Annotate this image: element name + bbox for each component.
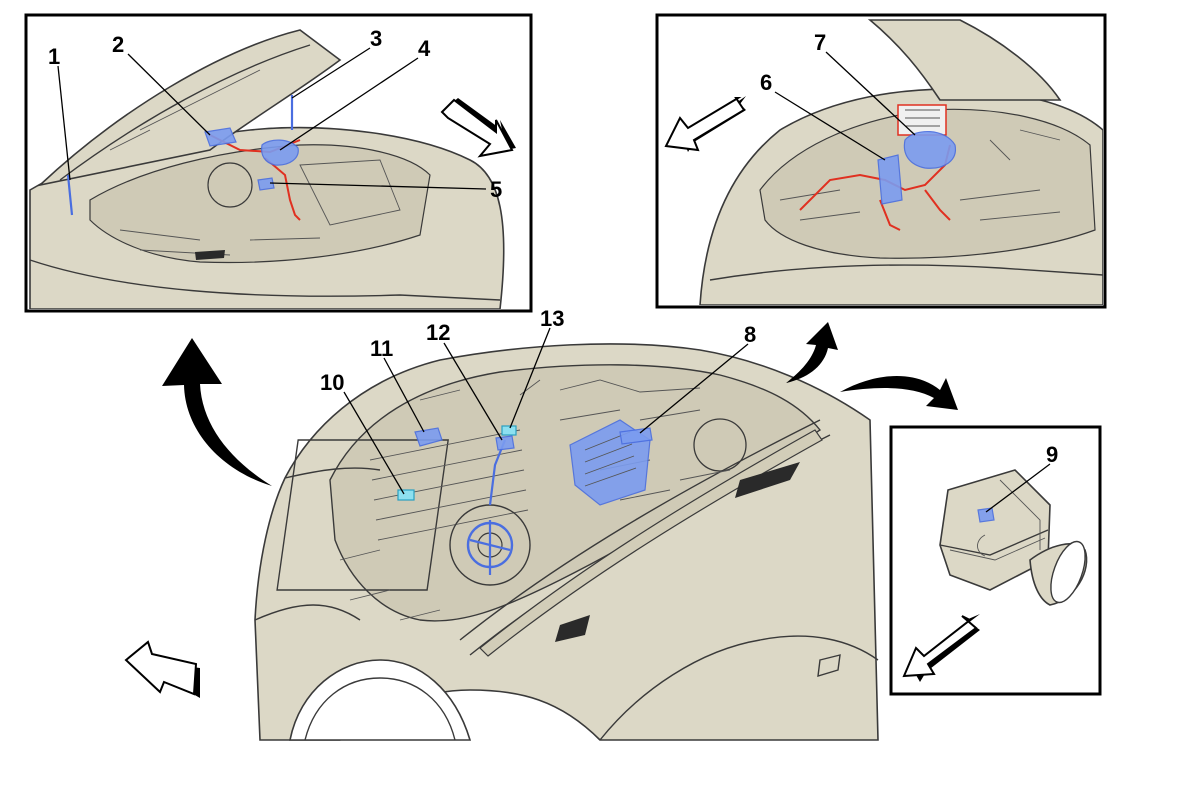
inset-right-connector-6 — [877, 154, 903, 205]
callout-4: 4 — [418, 36, 431, 61]
inset-left-hood-open — [24, 13, 533, 313]
inset-left-connector-4 — [260, 139, 299, 166]
inset-right-connector-7 — [903, 130, 956, 169]
callout-10: 10 — [320, 370, 344, 395]
callout-12: 12 — [426, 320, 450, 345]
callout-7: 7 — [814, 30, 826, 55]
inset-left-connector-5 — [257, 177, 275, 191]
callout-6: 6 — [760, 70, 772, 95]
inset-left-connector-1 — [66, 174, 74, 216]
callout-5: 5 — [490, 177, 502, 202]
curved-pointer-arrow — [162, 338, 272, 486]
callout-2: 2 — [112, 32, 124, 57]
curved-pointer-arrow — [840, 376, 958, 410]
inset-left-connector-2 — [204, 127, 237, 147]
callout-8: 8 — [744, 322, 756, 347]
callout-9: 9 — [1046, 442, 1058, 467]
direction-arrow-hollow — [124, 640, 200, 698]
highlight-connector-11 — [414, 427, 443, 447]
callout-1: 1 — [48, 44, 60, 69]
callout-13: 13 — [540, 306, 564, 331]
inset-air-cleaner-connector-9 — [977, 507, 995, 523]
highlight-connector-13 — [501, 425, 517, 436]
callout-11: 11 — [370, 336, 393, 361]
inset-right-engine-bay — [655, 13, 1107, 309]
curved-pointer-arrow — [786, 322, 838, 383]
callout-3: 3 — [370, 26, 382, 51]
direction-arrow-hollow — [440, 98, 516, 158]
direction-arrow-hollow — [664, 96, 746, 152]
highlight-connector-10 — [397, 489, 415, 501]
leader-lines — [57, 47, 1051, 513]
main-vehicle-view — [254, 343, 879, 741]
direction-arrow-hollow — [902, 614, 980, 682]
inset-air-cleaner — [889, 425, 1102, 696]
highlight-connector-8 — [619, 427, 653, 445]
highlight-connector-12 — [495, 435, 515, 451]
